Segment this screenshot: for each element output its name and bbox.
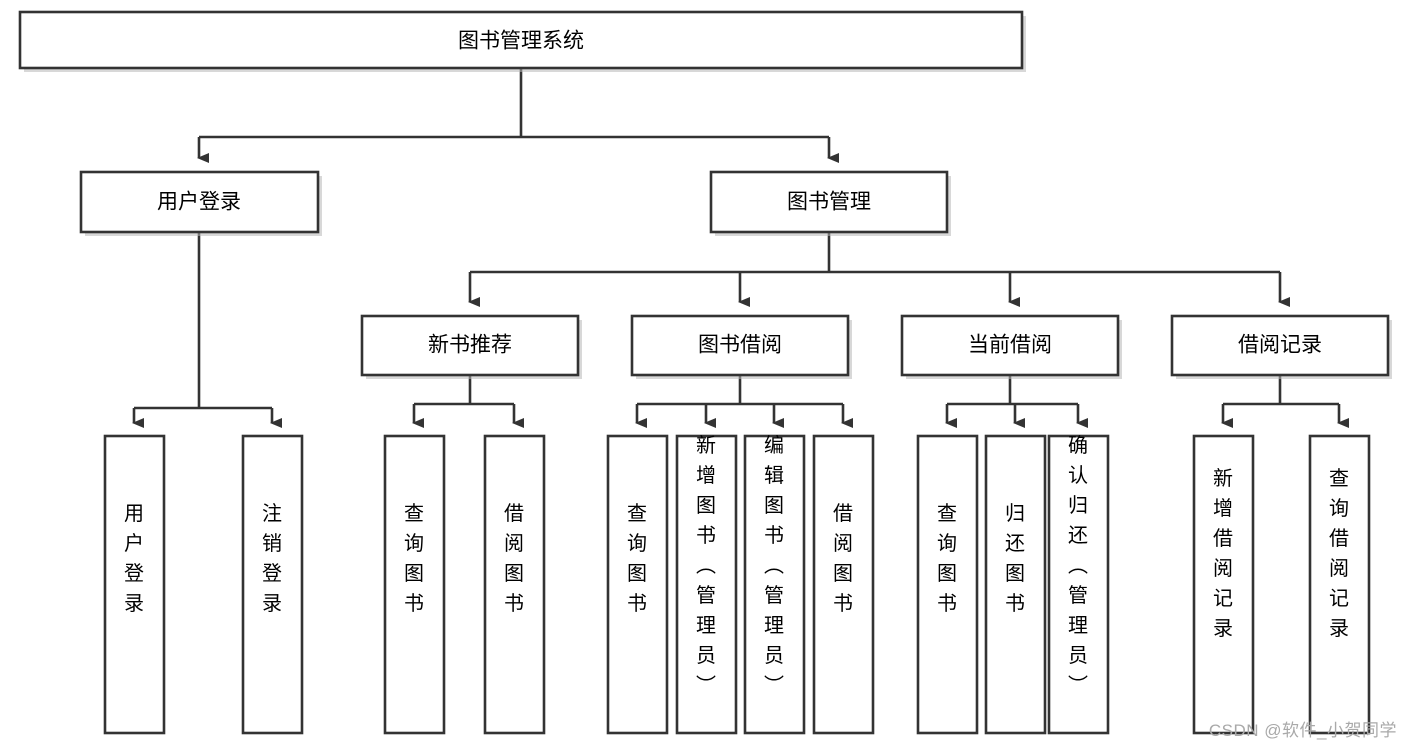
connector-group-new-book <box>412 375 524 428</box>
connector-group-root <box>197 68 839 163</box>
node-box <box>916 434 979 735</box>
node-label-vertical: 确认归还︵管理员︶ <box>1068 434 1088 697</box>
node-label-vertical: 查询图书 <box>627 502 647 615</box>
node-label: 图书管理 <box>787 191 871 214</box>
node-label: 用户登录 <box>157 191 241 214</box>
node-box <box>103 434 166 735</box>
node-label-vertical: 新增图书︵管理员︶ <box>696 434 716 697</box>
leaf-node-cb-return-book[interactable]: 归还图书 <box>984 434 1047 735</box>
node-box <box>743 434 806 735</box>
node-label: 当前借阅 <box>968 334 1052 357</box>
leaf-node-cb-query-book[interactable]: 查询图书 <box>916 434 979 735</box>
node-box <box>1308 434 1371 735</box>
node-label-vertical: 查询借阅记录 <box>1329 467 1349 640</box>
node-label-vertical: 注销登录 <box>262 502 282 615</box>
node-book-borrow[interactable]: 图书借阅 <box>630 314 852 379</box>
node-label-vertical: 借阅图书 <box>833 502 853 615</box>
leaf-node-bb-edit-book[interactable]: 编辑图书︵管理员︶ <box>743 434 806 735</box>
connector-group-book-borrow <box>635 375 853 428</box>
node-label-vertical: 归还图书 <box>1005 502 1025 615</box>
node-label: 图书借阅 <box>698 334 782 357</box>
leaf-node-br-add-record[interactable]: 新增借阅记录 <box>1192 434 1255 735</box>
leaf-node-bb-borrow-book[interactable]: 借阅图书 <box>812 434 875 735</box>
node-box <box>675 434 738 735</box>
leaf-node-cb-confirm-return[interactable]: 确认归还︵管理员︶ <box>1047 434 1110 735</box>
node-box <box>900 314 1120 377</box>
node-book-manage[interactable]: 图书管理 <box>709 170 951 236</box>
node-box <box>360 314 580 377</box>
node-box <box>984 434 1047 735</box>
node-box <box>483 434 546 735</box>
connector-group-user-login <box>132 232 282 428</box>
leaf-node-user-login[interactable]: 用户登录 <box>103 434 166 735</box>
node-box <box>1170 314 1390 377</box>
node-box <box>18 10 1024 70</box>
node-new-book-recommend[interactable]: 新书推荐 <box>360 314 582 379</box>
node-label: 图书管理系统 <box>458 30 584 53</box>
node-box <box>1047 434 1110 735</box>
node-label-vertical: 查询图书 <box>937 502 957 615</box>
node-borrow-record[interactable]: 借阅记录 <box>1170 314 1392 379</box>
leaf-node-logout[interactable]: 注销登录 <box>241 434 304 735</box>
node-current-borrow[interactable]: 当前借阅 <box>900 314 1122 379</box>
node-root-system[interactable]: 图书管理系统 <box>18 10 1026 72</box>
node-label-vertical: 用户登录 <box>124 503 144 615</box>
node-box <box>709 170 949 234</box>
node-label: 新书推荐 <box>428 334 512 357</box>
leaf-node-bb-query-book[interactable]: 查询图书 <box>606 434 669 735</box>
node-box <box>1192 434 1255 735</box>
node-box <box>79 170 320 234</box>
connector-group-book-manage <box>468 232 1290 307</box>
node-label-vertical: 编辑图书︵管理员︶ <box>764 434 784 697</box>
node-label-vertical: 查询图书 <box>404 502 424 615</box>
leaf-node-br-query-record[interactable]: 查询借阅记录 <box>1308 434 1371 735</box>
node-label: 借阅记录 <box>1238 334 1322 357</box>
node-label-vertical: 借阅图书 <box>504 502 524 615</box>
connector-group-current-borrow <box>945 375 1088 428</box>
leaf-node-bb-add-book[interactable]: 新增图书︵管理员︶ <box>675 434 738 735</box>
watermark: CSDN @软件_小贺同学 <box>1208 721 1397 740</box>
connector-group-borrow-record <box>1221 375 1349 428</box>
node-box <box>630 314 850 377</box>
node-box <box>383 434 446 735</box>
node-box <box>606 434 669 735</box>
node-box <box>812 434 875 735</box>
node-label-vertical: 新增借阅记录 <box>1213 467 1233 640</box>
node-box <box>241 434 304 735</box>
node-user-login[interactable]: 用户登录 <box>79 170 322 236</box>
leaf-node-nb-query-book[interactable]: 查询图书 <box>383 434 446 735</box>
leaf-node-nb-borrow-book[interactable]: 借阅图书 <box>483 434 546 735</box>
